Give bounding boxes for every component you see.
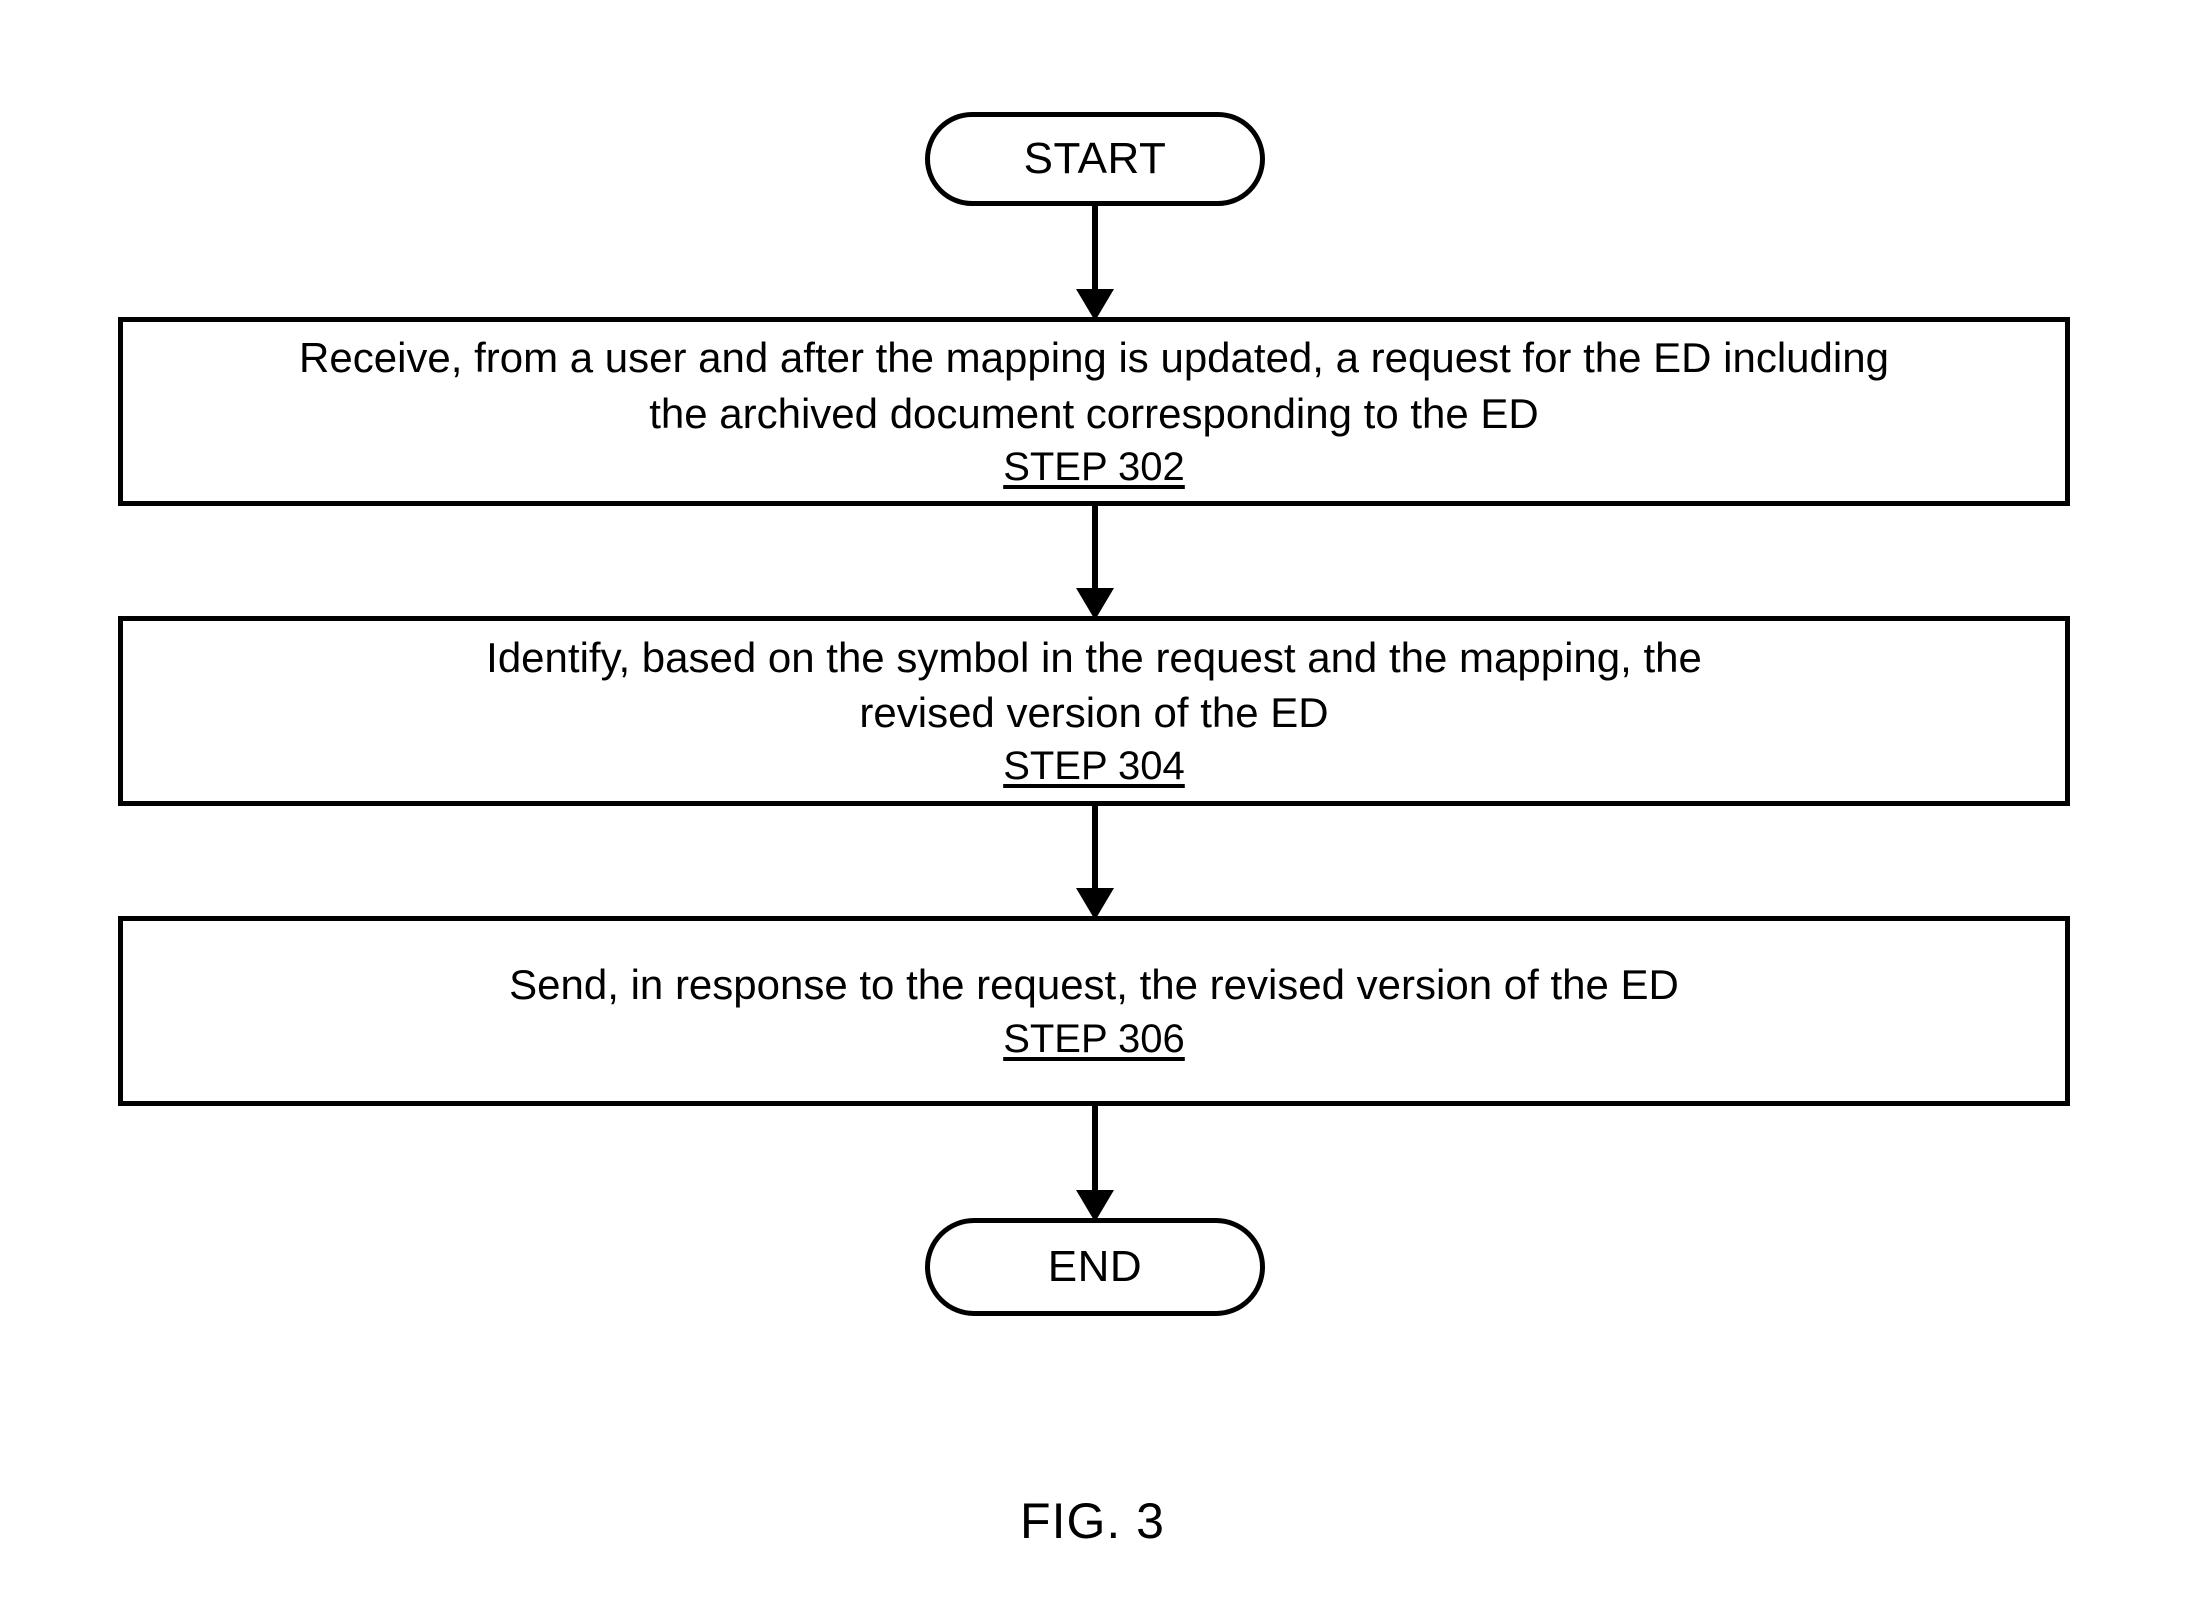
start-terminal-label: START [1023, 134, 1167, 183]
process-box-step304: Identify, based on the symbol in the req… [118, 616, 2070, 806]
step-label-302: STEP 302 [1003, 444, 1185, 489]
process-text-step304: Identify, based on the symbol in the req… [486, 633, 1702, 736]
start-terminal: START [925, 112, 1265, 206]
figure-caption: FIG. 3 [1020, 1493, 1165, 1549]
step-label-306: STEP 306 [1003, 1016, 1185, 1061]
step-label-304: STEP 304 [1003, 744, 1185, 789]
end-terminal: END [925, 1218, 1265, 1316]
end-terminal-label: END [1047, 1242, 1143, 1291]
connector-step304-to-step306 [1060, 804, 1130, 920]
connector-start-to-step302 [1060, 203, 1130, 321]
connector-step302-to-step304 [1060, 503, 1130, 620]
process-text-step306: Send, in response to the request, the re… [509, 961, 1679, 1009]
process-text-step302: Receive, from a user and after the mappi… [299, 334, 1889, 437]
connector-step306-to-end [1060, 1104, 1130, 1222]
process-box-step302: Receive, from a user and after the mappi… [118, 317, 2070, 506]
process-box-step306: Send, in response to the request, the re… [118, 916, 2070, 1106]
